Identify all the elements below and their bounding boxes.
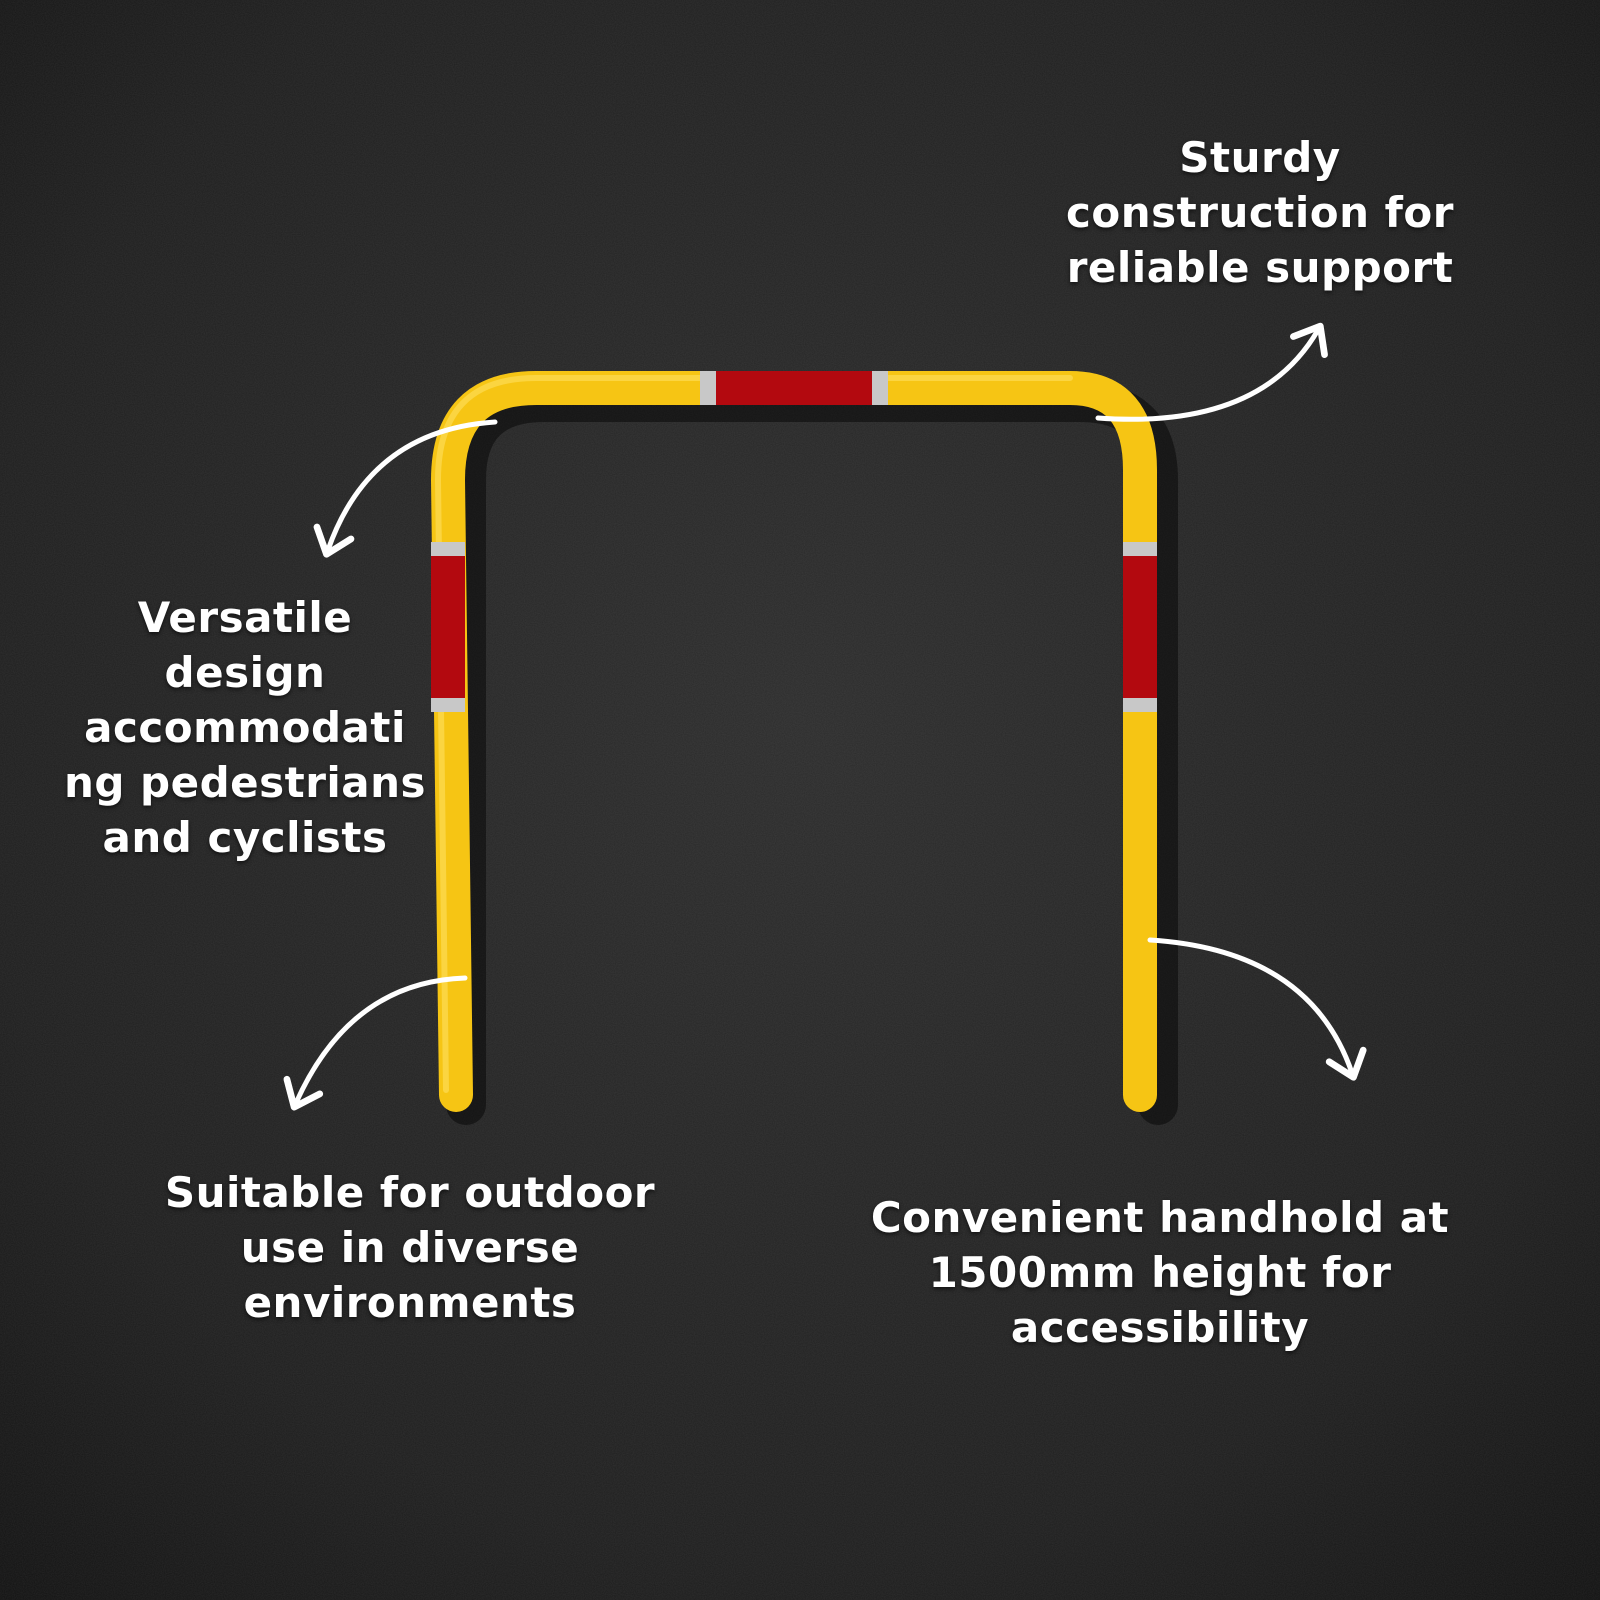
arrow-icon xyxy=(313,419,498,558)
rail-tube xyxy=(431,371,1157,1112)
caption-versatile-design: Versatile design accommodati ng pedestri… xyxy=(63,593,427,862)
arrow-icon xyxy=(1095,322,1328,422)
caption-sturdy-construction: Sturdy construction for reliable support xyxy=(1066,133,1454,292)
caption-outdoor-use: Suitable for outdoor use in diverse envi… xyxy=(164,1168,656,1327)
left-reflective-band xyxy=(431,542,465,712)
arrow-icon xyxy=(283,975,468,1111)
caption-handhold-height: Convenient handhold at 1500mm height for… xyxy=(870,1193,1450,1352)
hoop-barrier-rail xyxy=(431,371,1178,1125)
right-reflective-band xyxy=(1123,542,1157,712)
top-reflective-band xyxy=(700,371,888,405)
arrow-icon xyxy=(1147,937,1367,1081)
